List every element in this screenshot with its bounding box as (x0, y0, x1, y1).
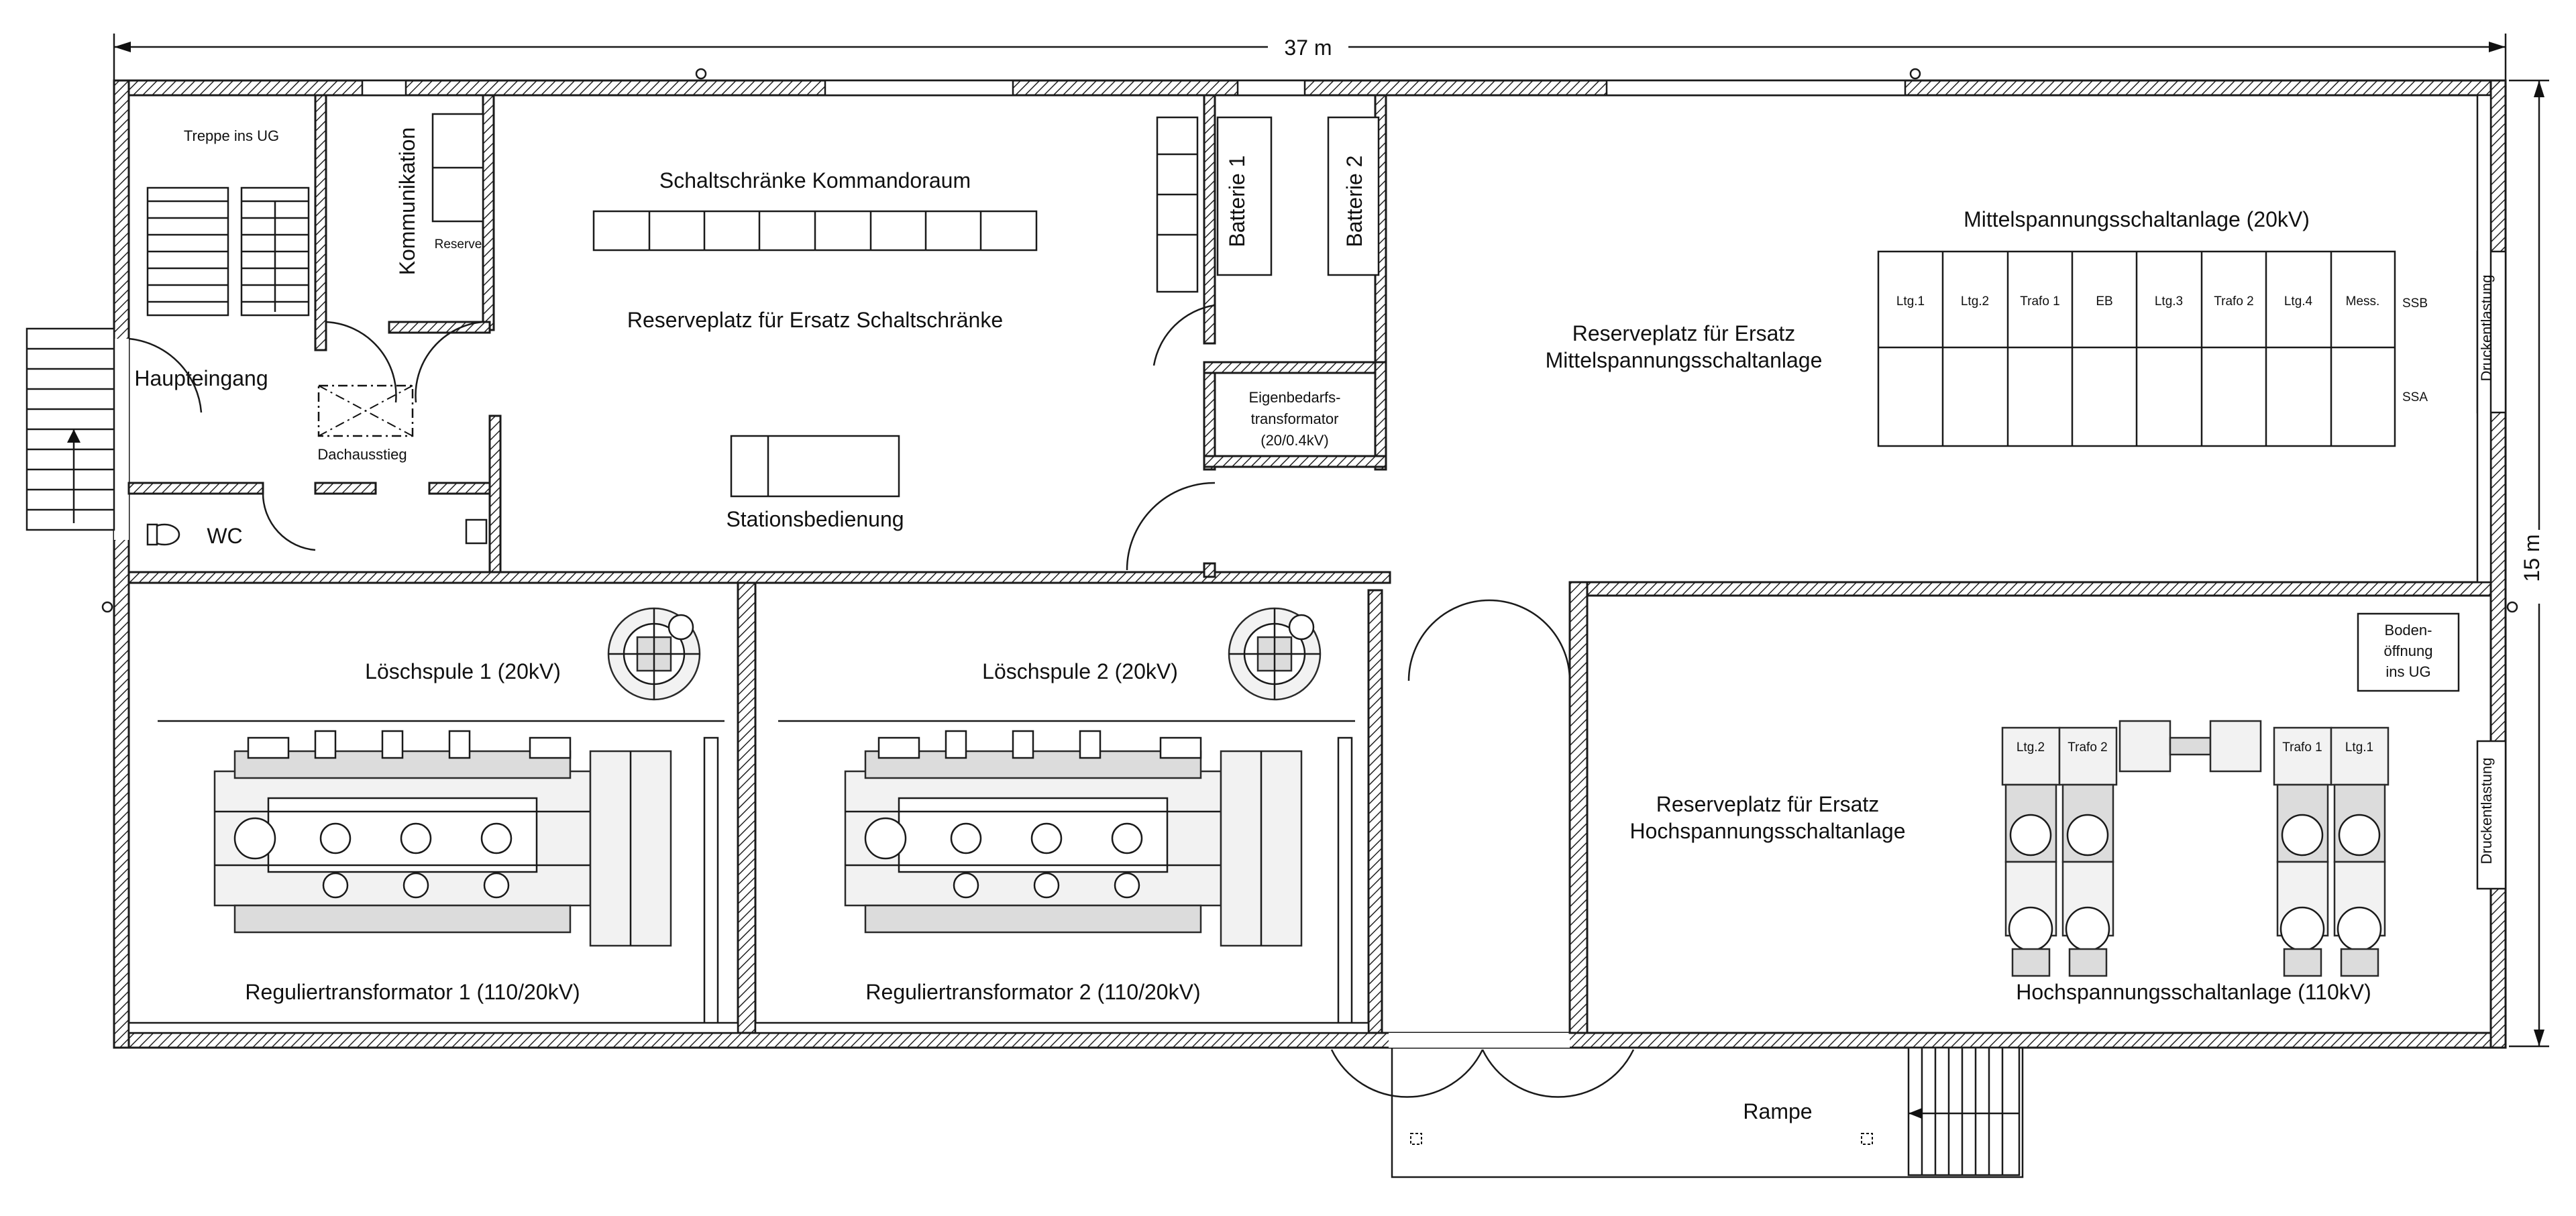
label-schaltschraenke: Schaltschränke Kommandoraum (659, 168, 971, 192)
entrance-door[interactable] (128, 337, 203, 413)
ms-row-ssb: SSB (2402, 296, 2428, 311)
label-batterie1: Batterie 1 (1225, 156, 1249, 247)
ms-panel-label: Trafo 2 (2214, 294, 2254, 309)
ms-panel-label: Ltg.4 (2284, 294, 2313, 309)
label-regul2: Reguliertransformator 2 (110/20kV) (865, 980, 1200, 1004)
ms-panel-label: Mess. (2346, 294, 2380, 309)
ms-panel-label: Trafo 1 (2020, 294, 2060, 309)
regultrafo1-unit (213, 730, 672, 947)
label-dachausstieg: Dachausstieg (317, 446, 407, 463)
label-reserve-hs-1: Reserveplatz für Ersatz (1656, 792, 1880, 816)
main-gate-double-door[interactable] (1330, 1049, 1635, 1098)
label-eigenbedarf-1: Eigenbedarfs- (1249, 389, 1341, 406)
wc: WC (146, 493, 488, 551)
label-batterie2: Batterie 2 (1342, 156, 1366, 247)
regultrafo2-unit (844, 730, 1303, 947)
bodenoeffnung: Boden- öffnung ins UG (2357, 612, 2460, 692)
hs-bay-label: Ltg.1 (2345, 740, 2373, 755)
door-dachausstieg[interactable] (325, 321, 397, 403)
label-reserve-ms-1: Reserveplatz für Ersatz (1572, 321, 1796, 345)
cabinet-row (592, 210, 1038, 252)
label-loeschspule2: Löschspule 2 (20kV) (982, 659, 1178, 683)
label-wc: WC (207, 524, 242, 548)
interior-walls (127, 94, 2492, 1034)
label-druckentlastung-top: Druckentlastung (2478, 275, 2495, 382)
wc-door[interactable] (262, 493, 316, 551)
ms-panel-label: Ltg.2 (1961, 294, 1989, 309)
entrance-stair (25, 327, 115, 531)
height-label: 15 m (2520, 534, 2544, 582)
label-loeschspule1: Löschspule 1 (20kV) (365, 659, 561, 683)
battery-racks: Batterie 1 Batterie 2 (1156, 116, 1380, 293)
ms-switchgear: Ltg.1 Ltg.2 Trafo 1 EB Ltg.3 Trafo 2 Ltg… (1877, 250, 2428, 447)
door-kommandoraum[interactable] (415, 321, 484, 403)
ms-panel-label: Ltg.3 (2155, 294, 2183, 309)
station-console (730, 435, 900, 498)
label-rampe: Rampe (1743, 1099, 1812, 1123)
hs-bay-label: Trafo 2 (2068, 740, 2108, 755)
dachausstieg: Dachausstieg (317, 384, 414, 463)
loeschspule2-unit (1228, 607, 1322, 701)
label-kommunikation: Kommunikation (395, 127, 419, 276)
label-reserve-ms-2: Mittelspannungsschaltanlage (1546, 348, 1823, 372)
dimension-height: 15 m (2509, 79, 2551, 1048)
ms-row-ssa: SSA (2402, 390, 2428, 404)
label-druckentlastung-bottom: Druckentlastung (2478, 758, 2495, 865)
hs-bay-label: Trafo 1 (2282, 740, 2322, 755)
label-reserveplatz-schalt: Reserveplatz für Ersatz Schaltschränke (627, 308, 1003, 332)
rampe: Rampe (1391, 1046, 2024, 1178)
label-mittelspannung: Mittelspannungsschaltanlage (20kV) (1964, 207, 2310, 231)
label-reserve: Reserve (435, 237, 482, 252)
inner-double-door[interactable] (1407, 599, 1571, 681)
label-hochspannung: Hochspannungsschaltanlage (110kV) (2016, 980, 2371, 1004)
label-boden-2: öffnung (2383, 643, 2432, 659)
label-boden-3: ins UG (2385, 663, 2430, 680)
hs-bay-label: Ltg.2 (2017, 740, 2045, 755)
label-stationsbedienung: Stationsbedienung (726, 507, 904, 531)
dimension-width: 37 m (113, 34, 2507, 80)
loeschspule1-unit (607, 607, 701, 701)
label-regul1: Reguliertransformator 1 (110/20kV) (245, 980, 580, 1004)
label-eigenbedarf-3: (20/0.4kV) (1260, 432, 1329, 449)
label-treppe: Treppe ins UG (184, 127, 279, 144)
hs-switchgear: Ltg.2 Trafo 2 Trafo 1 Ltg.1 (2001, 720, 2390, 977)
label-boden-1: Boden- (2385, 622, 2432, 639)
battery-door[interactable] (1152, 304, 1216, 366)
label-eigenbedarf-2: transformator (1251, 410, 1339, 427)
reserve-cabinet: Reserve (431, 113, 484, 252)
ms-panel-label: Ltg.1 (1896, 294, 1925, 309)
label-haupteingang: Haupteingang (134, 366, 268, 390)
ms-panel-label: EB (2096, 294, 2112, 309)
stair-ug: Treppe ins UG (146, 127, 310, 317)
door-eigenbedarf[interactable] (1126, 482, 1216, 571)
label-reserve-hs-2: Hochspannungsschaltanlage (1630, 819, 1906, 843)
width-label: 37 m (1284, 36, 1332, 60)
